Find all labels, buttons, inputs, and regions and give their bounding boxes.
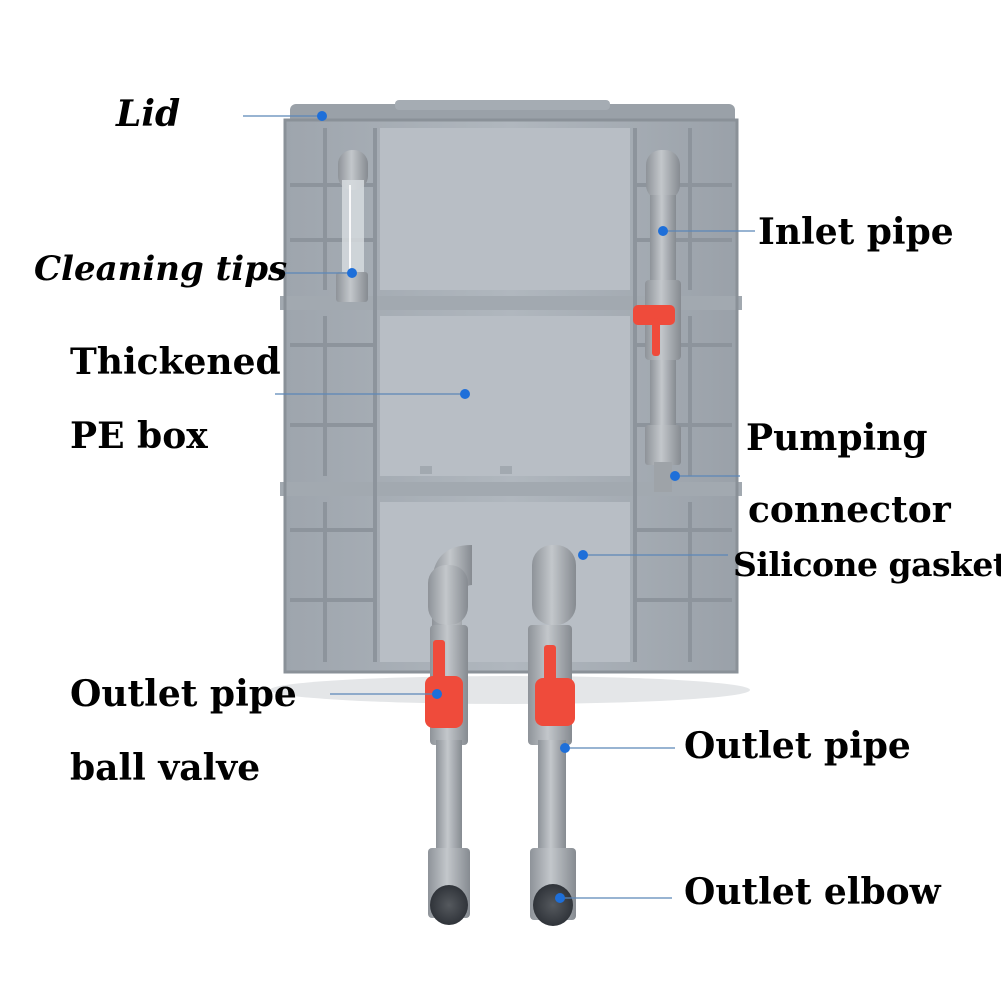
outlet-valve-handle-right <box>535 645 575 726</box>
label-cleaning-tips: Cleaning tips <box>34 249 288 289</box>
label-silicone-gasket: Silicone gasket <box>733 545 1001 584</box>
callout-dot-outlet-elbow <box>555 893 565 903</box>
inlet-valve-handle <box>633 305 675 356</box>
label-thickened-line1: Thickened <box>70 341 281 383</box>
label-outlet-valve-line2: ball valve <box>70 747 261 789</box>
callout-lines <box>243 115 755 899</box>
box-panel-bottom <box>380 502 630 662</box>
callout-dot-inlet-pipe <box>658 226 668 236</box>
box-panel-top <box>380 128 630 290</box>
callout-dot-lid <box>317 111 327 121</box>
outlet-valve-handle-left <box>425 640 463 728</box>
box-panel-middle <box>380 316 630 476</box>
label-pumping-line2: connector <box>748 489 951 531</box>
callout-dot-silicone-gasket <box>578 550 588 560</box>
label-inlet-pipe: Inlet pipe <box>758 211 954 253</box>
inlet-pipe <box>633 150 681 492</box>
label-outlet-valve-line1: Outlet pipe <box>70 673 297 715</box>
label-outlet-elbow: Outlet elbow <box>684 871 941 913</box>
callout-dot-outlet-valve <box>432 689 442 699</box>
label-pumping-line1: Pumping <box>746 417 928 459</box>
callout-dot-thickened-box <box>460 389 470 399</box>
box-shadow <box>270 676 750 704</box>
callout-dot-outlet-pipe <box>560 743 570 753</box>
outlet-pipe-left <box>425 545 472 925</box>
outlet-elbow-hole-left <box>430 885 468 925</box>
callout-dot-cleaning-tips <box>347 268 357 278</box>
outlet-pipe-right <box>528 545 576 926</box>
label-lid: Lid <box>116 93 181 135</box>
callout-dots <box>317 111 680 903</box>
outlet-elbow-hole-right <box>533 884 573 926</box>
callout-dot-pumping-connector <box>670 471 680 481</box>
cleaning-tips <box>336 150 368 302</box>
label-outlet-pipe: Outlet pipe <box>684 725 911 767</box>
label-thickened-line2: PE box <box>70 415 208 457</box>
